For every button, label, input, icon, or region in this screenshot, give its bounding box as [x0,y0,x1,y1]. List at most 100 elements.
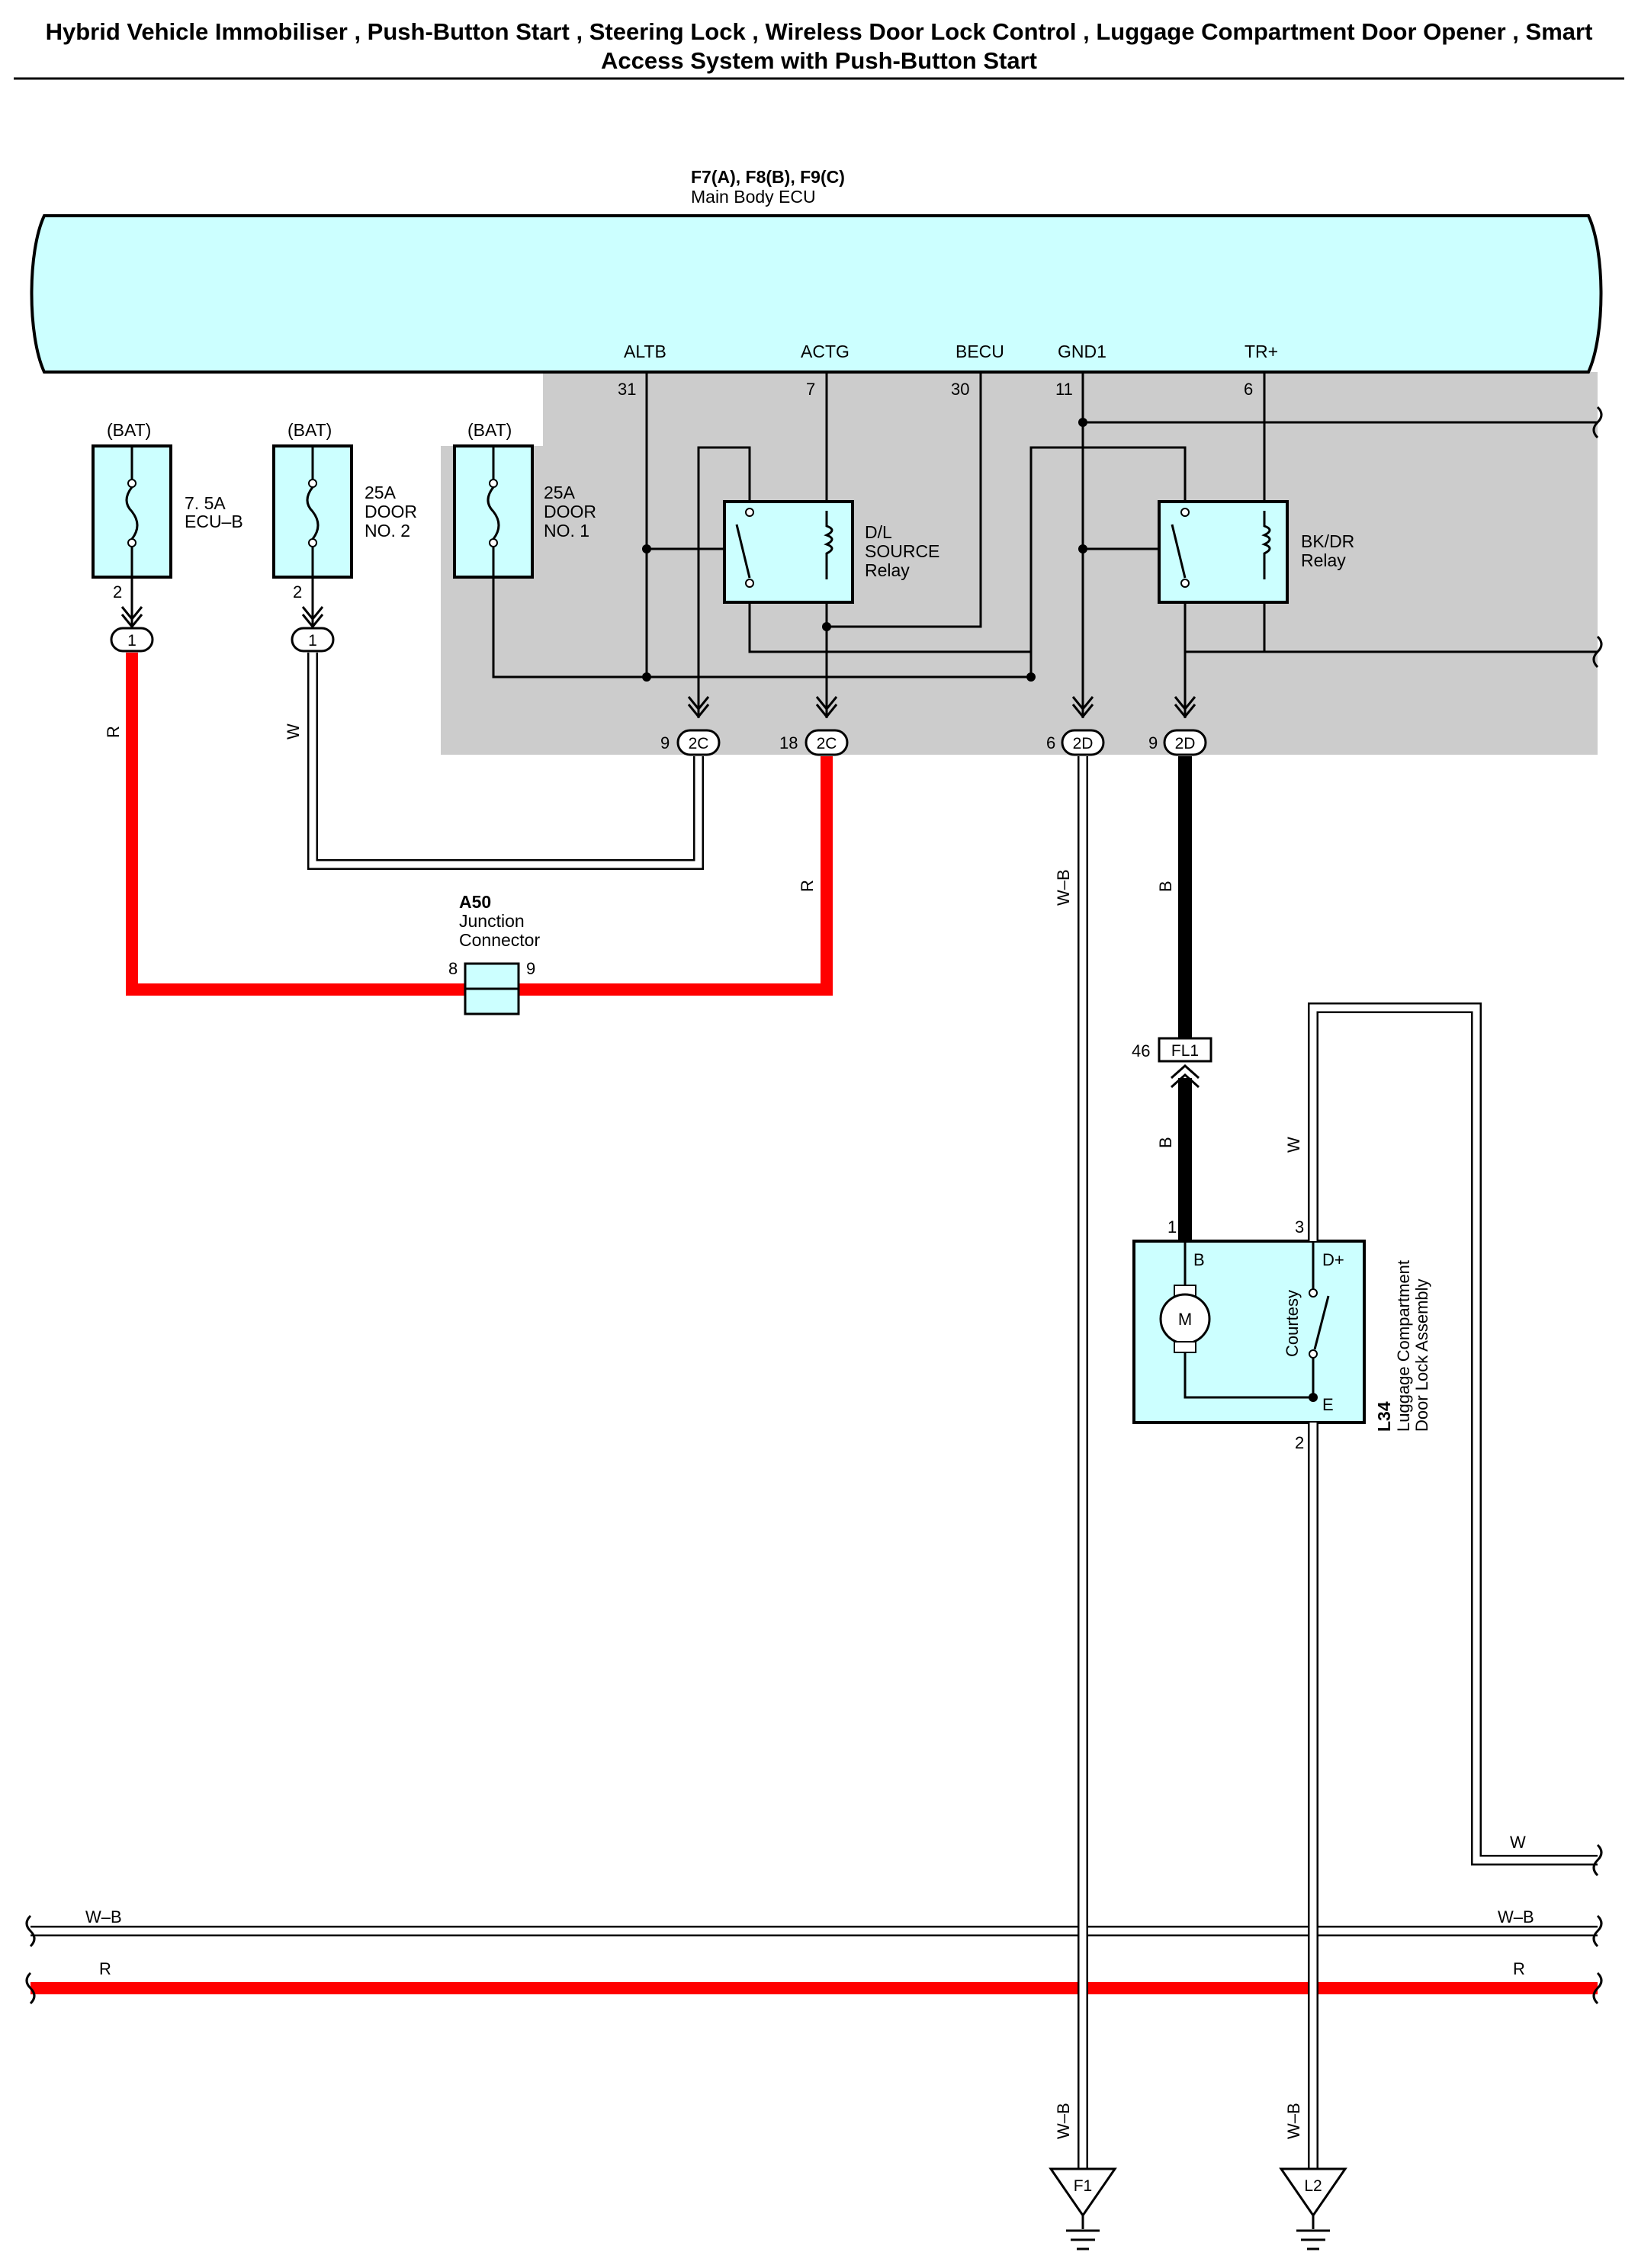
ecu-name-label: Main Body ECU [691,187,816,207]
connector-2c-b: 2C [805,729,849,756]
bus-label-wb-left: W–B [85,1907,122,1926]
bkdr-relay-label-line1: BK/DR [1301,531,1354,551]
a50-pin-left: 8 [448,959,458,978]
fuse3-name-line1: DOOR [544,502,596,521]
dl-relay-label-line3: Relay [865,560,910,580]
l34-terminal-e: E [1322,1395,1334,1414]
conn-2b-6-pin: 6 [1046,733,1055,752]
fuse1-source: (BAT) [107,420,151,440]
fl1-label: FL1 [1171,1042,1199,1060]
ground-f1-label: F1 [1074,2177,1093,2195]
conn-2b-label: 2D [1073,735,1094,752]
bkdr-relay [1158,500,1289,604]
l34-code: L34 [1374,1401,1394,1432]
ecu-internal-shade [441,372,1598,755]
conn-2c-b-label: 2C [817,735,837,752]
diagram-title-line1: Hybrid Vehicle Immobiliser , Push-Button… [46,18,1593,45]
wire-label-wb-gnd: W–B [1054,869,1073,906]
l34-name-line2: Door Lock Assembly [1412,1278,1431,1432]
terminal-gnd1-label: GND1 [1058,342,1106,361]
ground-f1 [1049,2167,1117,2250]
l34-terminal-b: B [1193,1250,1205,1269]
white-wire-courtesy-core [1309,1004,1598,1864]
ecu-connector-arrows [687,696,1196,719]
fuse2-name-line1: DOOR [365,502,417,521]
connector-2b: 2D [1061,729,1105,756]
conn-2c-18-pin: 18 [779,733,798,752]
diagram-title-line2: Access System with Push-Button Start [601,47,1037,74]
fl1-connector: FL1 [1158,1037,1212,1089]
wire-label-w-right: W [1510,1833,1526,1852]
pin-gnd1: 11 [1055,380,1073,399]
fuse3-rating: 25A [544,483,576,502]
fuse1-connector-pill: 1 [110,627,154,653]
fuse-door-no1 [453,444,534,579]
fuse2-rating: 25A [365,483,397,502]
bus-label-r-left: R [99,1959,111,1978]
main-body-ecu-box [30,214,1603,374]
fuse-connector-arrows [120,577,324,630]
wire-label-w-courtesy: W [1284,1137,1303,1153]
ecu-junction-dots [642,418,1087,682]
l34-switch-label: Courtesy [1283,1290,1302,1357]
l34-door-lock-assembly [1132,1240,1366,1424]
l34-pin-d: 3 [1295,1217,1304,1237]
white-wire-door-no2-core [309,653,702,868]
break-mark-w [1592,1843,1603,1877]
wire-label-r-right: R [798,880,817,892]
pin-actg: 7 [806,380,815,399]
pin-tr: 6 [1244,380,1253,399]
a50-name-line1: Junction [459,911,525,931]
wire-label-w-left: W [284,723,303,739]
dl-relay-label-line2: SOURCE [865,541,939,561]
fuse2-source: (BAT) [287,420,332,440]
bus-break-marks [25,1914,1603,2005]
wire-label-r-left: R [104,726,123,738]
fuse2-conn-label: 1 [308,632,317,650]
bus-label-r-right: R [1513,1959,1525,1978]
a50-junction-connector [464,962,520,1015]
fuse2-connector-pill: 1 [291,627,335,653]
wire-label-wb-f1: W–B [1054,2103,1073,2139]
ground-l2-label: L2 [1304,2177,1322,2195]
a50-name-line2: Connector [459,930,540,950]
conn-2d-label: 2D [1175,735,1196,752]
l34-motor-label: M [1178,1310,1192,1329]
a50-code: A50 [459,892,491,912]
fuse2-pin: 2 [293,582,302,601]
terminal-actg-label: ACTG [801,342,850,361]
fl1-pin: 46 [1132,1041,1150,1060]
ecu-bus-break-marks [1592,406,1603,669]
ecu-internal-wiring [492,372,1598,718]
dl-relay-label-line1: D/L [865,522,892,542]
dl-source-relay [723,500,854,604]
conn-2c-9-pin: 9 [660,733,670,752]
ground-l2 [1279,2167,1347,2250]
connector-2c-a: 2C [676,729,721,756]
bus-label-wb-right: W–B [1498,1907,1534,1926]
l34-name-line1: Luggage Compartment [1394,1260,1413,1432]
fuse1-name-line1: ECU–B [185,512,243,531]
wire-label-wb-l2: W–B [1284,2103,1303,2139]
wire-label-b-lower: B [1156,1137,1175,1148]
pin-altb: 31 [618,380,636,399]
terminal-tr-label: TR+ [1245,342,1278,361]
fuse1-rating: 7. 5A [185,493,226,513]
wire-label-b-upper: B [1156,881,1175,892]
a50-pin-right: 9 [526,959,535,978]
fuse-door-no2 [272,444,353,579]
ecu-connectors-label: F7(A), F8(B), F9(C) [691,167,845,187]
fuse2-name-line2: NO. 2 [365,521,410,541]
conn-2c-a-label: 2C [689,735,709,752]
l34-terminal-d: D+ [1322,1250,1344,1269]
conn-2d-9-pin: 9 [1148,733,1158,752]
pin-becu: 30 [951,380,969,399]
l34-pin-b: 1 [1167,1217,1177,1237]
connector-2d: 2D [1163,729,1207,756]
fuse-ecu-b [92,444,172,579]
fuse1-pin: 2 [113,582,122,601]
fuse3-source: (BAT) [467,420,512,440]
l34-pin-e: 2 [1295,1433,1304,1452]
white-wire-courtesy [1308,1002,1598,1865]
